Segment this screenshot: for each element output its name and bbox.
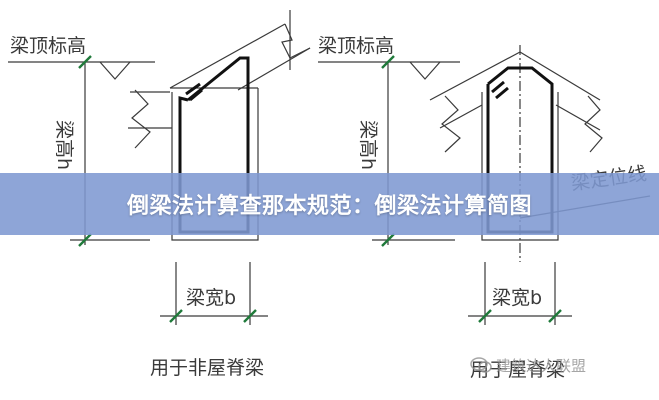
right-slab-left-bottom: [439, 104, 483, 129]
left-break-line: [131, 89, 151, 149]
left-beam-outline: [171, 88, 259, 241]
left-caption: 用于非屋脊梁: [150, 357, 264, 379]
right-slab-right-bottom: [555, 104, 601, 131]
left-dim-ticks: [78, 55, 257, 323]
right-dim-ticks: [381, 55, 562, 323]
watermark-text: 建筑达人联盟: [496, 356, 587, 375]
right-caption: 用于屋脊梁: [470, 359, 565, 381]
watermark: 建筑达人联盟: [470, 354, 586, 376]
left-top-label: 梁顶标高: [10, 35, 86, 57]
left-elevation-triangle: [99, 61, 131, 80]
left-slab-bottom-edge: [237, 47, 311, 91]
right-slab-right-top: [519, 51, 601, 101]
left-height-label: 梁高h: [53, 120, 75, 170]
left-slab-break-line: [281, 23, 311, 59]
banner-title: 倒梁法计算查那本规范：倒梁法计算简图: [126, 194, 532, 219]
right-width-label: 梁宽b: [492, 287, 542, 309]
right-break-right: [584, 95, 603, 153]
right-top-label: 梁顶标高: [318, 35, 394, 57]
right-break-left: [441, 95, 461, 153]
right-elevation-triangle: [409, 61, 441, 80]
chat-bubble-icon: [470, 357, 492, 373]
left-width-label: 梁宽b: [186, 287, 236, 309]
right-slab-left-top: [429, 51, 521, 101]
title-banner: 倒梁法计算查那本规范：倒梁法计算简图: [0, 173, 659, 235]
right-height-label: 梁高h: [357, 120, 379, 170]
left-slab-top-edge: [169, 23, 286, 89]
